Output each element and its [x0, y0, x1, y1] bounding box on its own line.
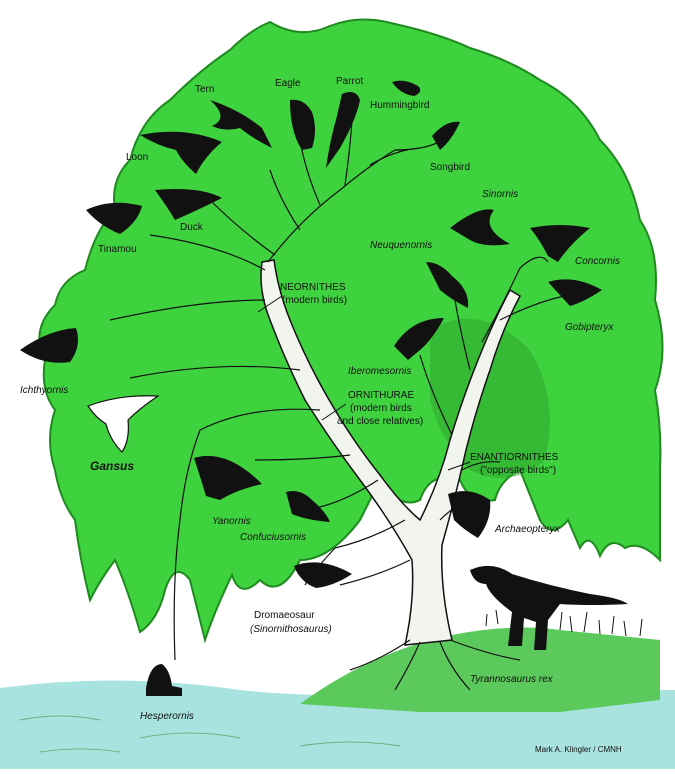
label-sinornis: Sinornis: [482, 189, 518, 200]
clade-ornithurae-desc-2: and close relatives): [337, 416, 423, 427]
label-songbird: Songbird: [430, 162, 470, 173]
label-yanornis: Yanornis: [212, 516, 251, 527]
clade-ornithurae-desc-1: (modern birds: [350, 403, 412, 414]
label-gansus: Gansus: [90, 459, 134, 473]
artist-credit: Mark A. Klingler / CMNH: [535, 745, 622, 754]
label-eagle: Eagle: [275, 78, 301, 89]
label-concornis: Concornis: [575, 256, 620, 267]
clade-enantiornithes-name: ENANTIORNITHES: [470, 452, 559, 463]
grassy-bank: [300, 628, 660, 712]
label-tinamou: Tinamou: [98, 244, 137, 255]
label-tern: Tern: [195, 84, 214, 95]
hesperornis-silhouette-icon: [146, 664, 182, 696]
label-dromaeosaur: Dromaeosaur: [254, 610, 315, 621]
label-hummingbird: Hummingbird: [370, 100, 429, 111]
label-ichthyornis: Ichthyornis: [20, 385, 68, 396]
label-gobipteryx: Gobipteryx: [565, 322, 614, 333]
clade-enantiornithes-desc: ("opposite birds"): [480, 465, 556, 476]
label-iberomesornis: Iberomesornis: [348, 366, 411, 377]
label-hesperornis: Hesperornis: [140, 711, 194, 722]
label-archaeopteryx: Archaeopteryx: [494, 524, 560, 535]
label-duck: Duck: [180, 222, 204, 233]
label-tyrannosaurus: Tyrannosaurus rex: [470, 674, 554, 685]
label-sinornithosaurus: (Sinornithosaurus): [250, 624, 332, 635]
archaeopteryx-silhouette-icon: [448, 491, 490, 538]
label-loon: Loon: [126, 152, 148, 163]
label-neuquenornis: Neuquenornis: [370, 240, 432, 251]
clade-neornithes-desc: (modern birds): [282, 295, 347, 306]
clade-neornithes-name: NEORNITHES: [280, 282, 346, 293]
clade-ornithurae-name: ORNITHURAE: [348, 390, 414, 401]
label-parrot: Parrot: [336, 76, 363, 87]
label-confuciusornis: Confuciusornis: [240, 532, 306, 543]
